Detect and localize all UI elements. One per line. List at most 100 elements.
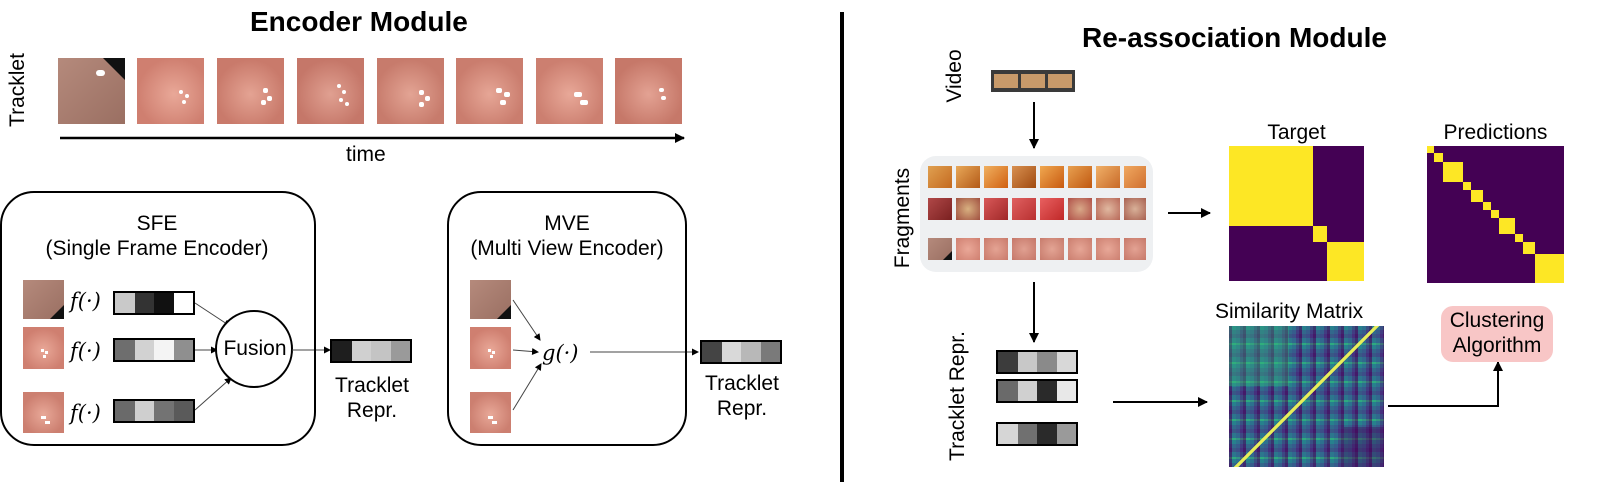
prediction-block xyxy=(1483,202,1491,210)
similarity-to-clustering-arrow xyxy=(1388,361,1503,407)
mve-arrow-2 xyxy=(512,348,539,356)
tracklet-frame-5 xyxy=(377,58,444,124)
tracklet-frame-4 xyxy=(297,58,364,124)
fragment-thumb xyxy=(1068,238,1092,260)
target-block-1 xyxy=(1229,146,1313,226)
target-block-2 xyxy=(1313,226,1327,242)
prediction-block xyxy=(1515,234,1523,242)
fragment-thumb xyxy=(928,238,952,260)
mve-tracklet-repr-line2: Repr. xyxy=(716,397,768,420)
time-label: time xyxy=(346,143,386,166)
fragment-thumb xyxy=(928,198,952,220)
prediction-block xyxy=(1491,210,1499,218)
fragment-thumb xyxy=(956,198,980,220)
prediction-block xyxy=(1523,242,1535,254)
sfe-tracklet-repr-label: Tracklet Repr. xyxy=(322,373,422,423)
fragment-thumb xyxy=(1040,166,1064,188)
clustering-line2: Algorithm xyxy=(1452,334,1542,357)
fragment-thumb xyxy=(1096,198,1120,220)
target-block-3 xyxy=(1327,242,1364,281)
sfe-arrow-3 xyxy=(194,377,232,411)
fragment-thumb xyxy=(1012,238,1036,260)
sfe-arrow-1 xyxy=(194,302,231,327)
tracklet-frame-2 xyxy=(137,58,204,124)
sfe-tracklet-repr-line1: Tracklet xyxy=(335,374,409,397)
prediction-block xyxy=(1434,153,1443,162)
mve-title-line2: (Multi View Encoder) xyxy=(470,237,664,260)
fragment-thumb xyxy=(1040,238,1064,260)
fragment-thumb xyxy=(928,166,952,188)
mve-title-line1: MVE xyxy=(544,212,590,235)
clustering-line1: Clustering xyxy=(1449,309,1545,332)
fragment-thumb xyxy=(956,166,980,188)
encoder-module-title: Encoder Module xyxy=(250,6,468,37)
fusion-label: Fusion xyxy=(223,337,287,360)
fragments-label: Fragments xyxy=(891,167,914,269)
fragment-thumb xyxy=(1012,166,1036,188)
prediction-block xyxy=(1443,162,1463,182)
tracklet-frame-1 xyxy=(58,58,125,124)
prediction-block xyxy=(1535,254,1564,283)
fragment-thumb xyxy=(1096,166,1120,188)
sfe-frame-3 xyxy=(23,392,64,433)
fragment-thumb xyxy=(984,166,1008,188)
sfe-frame-2 xyxy=(23,327,64,369)
fusion-node xyxy=(215,310,293,388)
target-matrix xyxy=(1229,146,1364,281)
target-label: Target xyxy=(1267,121,1326,144)
fragment-thumb xyxy=(1124,166,1146,188)
mve-frame-3 xyxy=(470,392,511,433)
mve-title: MVE (Multi View Encoder) xyxy=(447,211,687,261)
sfe-feature-vector-1 xyxy=(113,291,195,315)
fragment-thumb xyxy=(1124,198,1146,220)
sfe-title-line1: SFE xyxy=(136,212,178,235)
similarity-matrix-label: Similarity Matrix xyxy=(1215,300,1364,323)
mve-tracklet-repr-label: Tracklet Repr. xyxy=(692,371,792,421)
prediction-block xyxy=(1471,190,1483,202)
prediction-block xyxy=(1427,146,1434,153)
mve-function: g(·) xyxy=(542,341,579,365)
fragment-thumb xyxy=(984,198,1008,220)
mve-arrow-3 xyxy=(512,363,542,411)
fragment-thumb xyxy=(1040,198,1064,220)
reassoc-repr-vector-2 xyxy=(996,379,1078,403)
fragment-thumb xyxy=(1068,166,1092,188)
reassoc-repr-vector-3 xyxy=(996,422,1078,446)
sfe-function-3: f(·) xyxy=(70,401,101,425)
fragment-thumb xyxy=(1124,238,1146,260)
sfe-feature-vector-3 xyxy=(113,399,195,423)
fragment-thumb xyxy=(1068,198,1092,220)
tracklet-frame-3 xyxy=(217,58,284,124)
sfe-title: SFE (Single Frame Encoder) xyxy=(0,211,314,261)
fragment-thumb xyxy=(956,238,980,260)
similarity-matrix xyxy=(1229,326,1384,467)
sfe-tracklet-repr-line2: Repr. xyxy=(346,399,398,422)
mve-arrow-1 xyxy=(512,299,541,341)
fragment-thumb xyxy=(984,238,1008,260)
mve-frame-1 xyxy=(470,280,511,319)
sfe-frame-1 xyxy=(23,280,64,319)
video-label: Video xyxy=(943,49,966,103)
tracklet-repr-axis-label: Tracklet Repr. xyxy=(946,331,969,461)
predictions-label: Predictions xyxy=(1443,121,1548,144)
mve-tracklet-repr-vector xyxy=(700,340,782,364)
prediction-block xyxy=(1499,218,1515,234)
tracklet-axis-label: Tracklet xyxy=(6,53,29,127)
sfe-title-line2: (Single Frame Encoder) xyxy=(45,237,269,260)
tracklet-frame-8 xyxy=(615,58,682,124)
video-filmstrip-icon xyxy=(991,70,1075,92)
fragment-thumb xyxy=(1096,238,1120,260)
prediction-block xyxy=(1463,182,1471,190)
sfe-box xyxy=(0,191,316,446)
predictions-matrix xyxy=(1427,146,1564,283)
mve-box xyxy=(447,191,687,446)
tracklet-frame-6 xyxy=(456,58,523,124)
reassoc-repr-vector-1 xyxy=(996,350,1078,374)
mve-tracklet-repr-line1: Tracklet xyxy=(705,372,779,395)
fragment-thumb xyxy=(1012,198,1036,220)
sfe-function-1: f(·) xyxy=(70,289,101,313)
mve-frame-2 xyxy=(470,327,511,369)
sfe-function-2: f(·) xyxy=(70,339,101,363)
reassociation-module-title: Re-association Module xyxy=(1082,22,1387,53)
sfe-feature-vector-2 xyxy=(113,338,195,362)
